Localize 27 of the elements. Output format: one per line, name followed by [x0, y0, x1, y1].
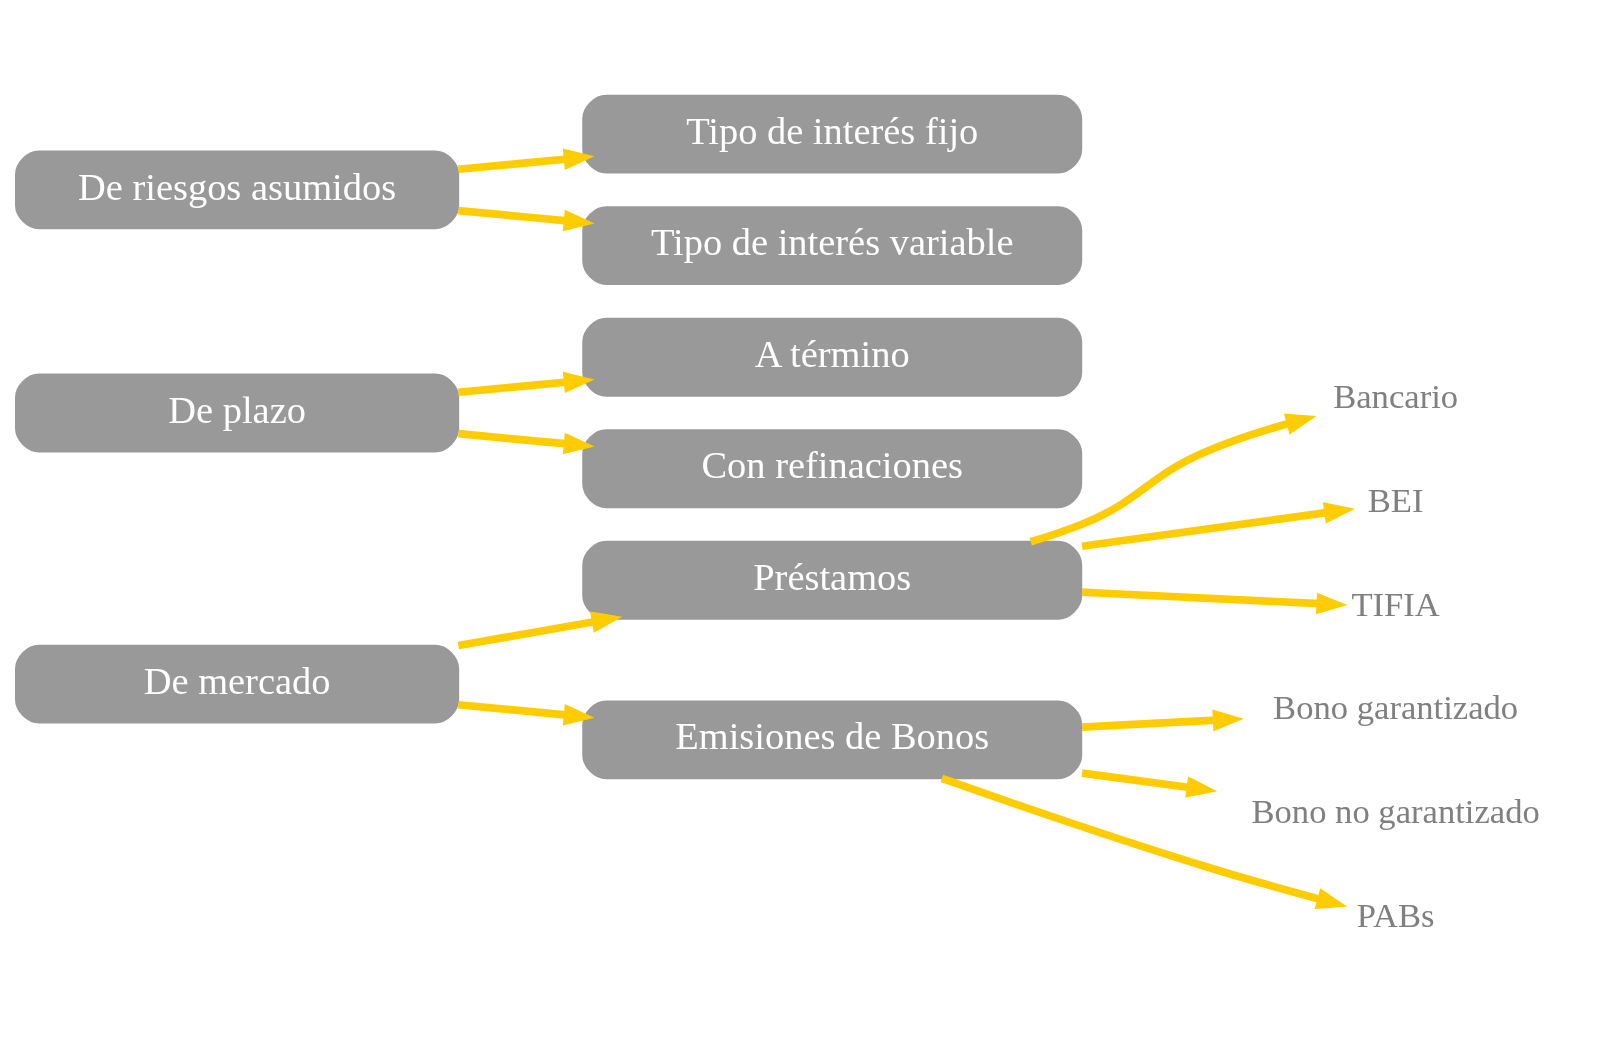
node-box: A término [582, 317, 1083, 397]
node-box: Tipo de interés fijo [582, 94, 1083, 174]
arrow [457, 371, 595, 397]
node-box: Préstamos [582, 540, 1083, 620]
arrow [1081, 769, 1218, 798]
node-box: De mercado [15, 644, 460, 724]
node-text: Bono no garantizado [1251, 792, 1540, 831]
node-text: BEI [1367, 480, 1424, 519]
node-box: De riesgos asumidos [15, 150, 460, 230]
arrow [457, 611, 623, 650]
arrow [457, 429, 595, 455]
node-box: Emisiones de Bonos [582, 700, 1083, 780]
arrow [1029, 413, 1317, 546]
arrow [940, 774, 1348, 910]
node-text: TIFIA [1351, 584, 1440, 623]
node-text: PABs [1356, 896, 1435, 935]
arrow [1081, 709, 1244, 732]
arrow [1081, 588, 1348, 615]
node-box: Con refinaciones [582, 429, 1083, 509]
node-text: Bancario [1333, 376, 1459, 415]
arrow [1081, 502, 1355, 550]
node-box: Tipo de interés variable [582, 206, 1083, 286]
arrow [457, 206, 595, 232]
arrow [457, 700, 595, 726]
arrow [458, 148, 595, 174]
node-box: De plazo [15, 373, 460, 453]
node-text: Bono garantizado [1273, 688, 1519, 727]
